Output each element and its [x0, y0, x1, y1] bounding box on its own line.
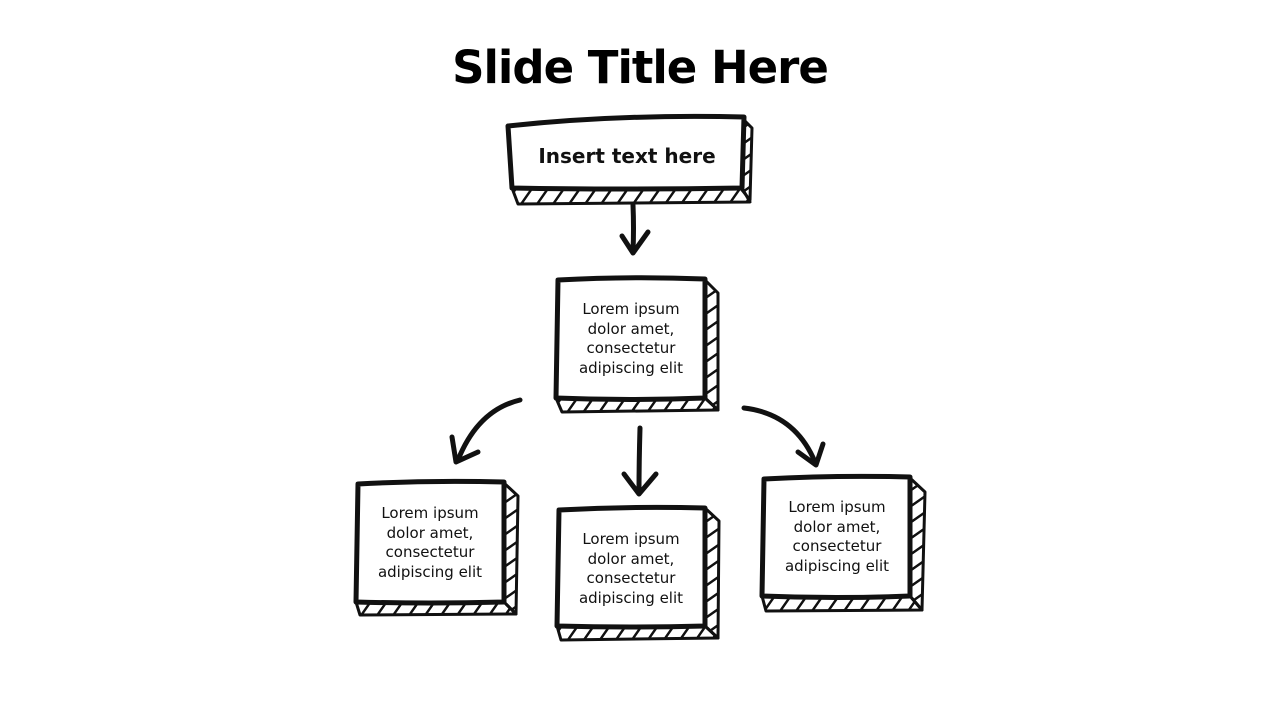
- bottom-right-box: [759, 473, 927, 613]
- bottom-center-box-text[interactable]: Lorem ipsum dolor amet, consectetur adip…: [578, 530, 684, 607]
- arrow-middle-to-left: [449, 397, 523, 465]
- bottom-left-box: [353, 478, 520, 617]
- top-box-label-text: Insert text here: [538, 144, 716, 168]
- arrow-middle-to-right: [741, 405, 826, 468]
- bottom-left-box-text[interactable]: Lorem ipsum dolor amet, consectetur adip…: [377, 504, 483, 581]
- slide-title: Slide Title Here: [452, 41, 829, 94]
- middle-box: [553, 275, 720, 414]
- bottom-center-box: [554, 504, 721, 642]
- top-box: [505, 113, 754, 206]
- arrow-top-to-middle: [619, 202, 651, 256]
- arrow-middle-to-center: [621, 425, 659, 497]
- top-box-label[interactable]: Insert text here: [512, 128, 742, 184]
- bottom-right-box-text[interactable]: Lorem ipsum dolor amet, consectetur adip…: [784, 498, 890, 575]
- middle-box-text[interactable]: Lorem ipsum dolor amet, consectetur adip…: [578, 300, 684, 377]
